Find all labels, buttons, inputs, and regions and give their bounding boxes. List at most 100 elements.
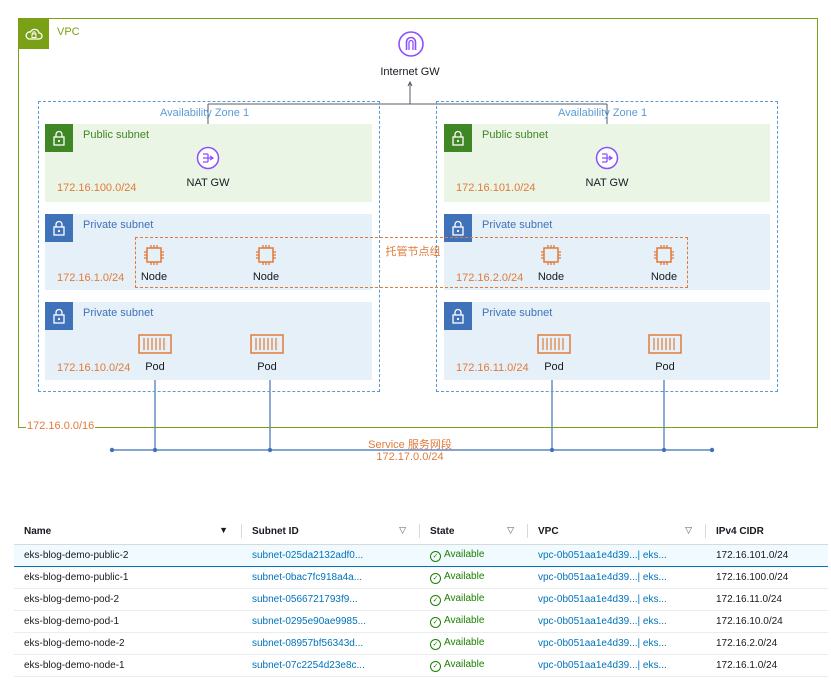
column-header-subnet-id[interactable]: Subnet ID▽ [242, 518, 420, 545]
vpc-link[interactable]: vpc-0b051aa1e4d39...| eks... [528, 588, 706, 611]
pod-subnet-1: Private subnet 172.16.10.0/24 [45, 302, 372, 380]
ipv4-cidr: 172.16.2.0/24 [706, 632, 828, 655]
pod-container-icon [138, 334, 172, 359]
subnet-id-link[interactable]: subnet-025da2132adf0... [242, 544, 420, 567]
node-label: Node [650, 271, 678, 283]
check-circle-icon: ✓ [430, 639, 441, 650]
pod-label: Pod [544, 361, 564, 373]
ipv4-cidr: 172.16.1.0/24 [706, 654, 828, 677]
ec2-instance-icon [539, 243, 563, 272]
column-header-name[interactable]: Name▼ [14, 518, 242, 545]
ipv4-cidr: 172.16.10.0/24 [706, 610, 828, 633]
service-network-cidr: 172.17.0.0/24 [376, 451, 444, 463]
lock-icon [45, 124, 73, 152]
availability-zone-2-label: Availability Zone 1 [558, 107, 648, 119]
subnet-state: ✓Available [420, 566, 528, 589]
pod-label: Pod [145, 361, 165, 373]
subnet-state: ✓Available [420, 632, 528, 655]
subnet-id-link[interactable]: subnet-07c2254d23e8c... [242, 654, 420, 677]
check-circle-icon: ✓ [430, 551, 441, 562]
vpc-link[interactable]: vpc-0b051aa1e4d39...| eks... [528, 566, 706, 589]
vpc-label: VPC [57, 26, 80, 38]
subnet-state: ✓Available [420, 654, 528, 677]
public-subnet-1-cidr: 172.16.100.0/24 [57, 182, 137, 194]
ec2-instance-icon [142, 243, 166, 272]
subnet-id-link[interactable]: subnet-0566721793f9... [242, 588, 420, 611]
pod-subnet-2-cidr: 172.16.11.0/24 [456, 362, 529, 374]
internet-gateway-icon [398, 31, 424, 62]
ipv4-cidr: 172.16.11.0/24 [706, 588, 828, 611]
column-header-state[interactable]: State▽ [420, 518, 528, 545]
managed-node-group [135, 237, 688, 288]
table-row[interactable]: eks-blog-demo-node-1 subnet-07c2254d23e8… [14, 654, 828, 677]
availability-zone-1 [38, 101, 380, 392]
public-subnet-2-title: Public subnet [482, 129, 549, 141]
pod-container-icon [648, 334, 682, 359]
node-label: Node [252, 271, 280, 283]
subnets-table: Name▼ Subnet ID▽ State▽ VPC▽ IPv4 CIDR e… [14, 518, 828, 677]
vpc-link[interactable]: vpc-0b051aa1e4d39...| eks... [528, 654, 706, 677]
sort-icon[interactable]: ▽ [507, 525, 514, 535]
table-row[interactable]: eks-blog-demo-public-2 subnet-025da2132a… [14, 544, 828, 567]
subnet-id-link[interactable]: subnet-0295e90ae9985... [242, 610, 420, 633]
vpc-cidr: 172.16.0.0/16 [26, 420, 96, 432]
pod-container-icon [537, 334, 571, 359]
subnet-name: eks-blog-demo-node-1 [14, 654, 242, 677]
column-header-vpc[interactable]: VPC▽ [528, 518, 706, 545]
subnet-name: eks-blog-demo-public-1 [14, 566, 242, 589]
cloud-icon [19, 19, 49, 49]
sort-icon[interactable]: ▽ [399, 525, 406, 535]
check-circle-icon: ✓ [430, 595, 441, 606]
lock-icon [45, 302, 73, 330]
lock-icon [444, 302, 472, 330]
ipv4-cidr: 172.16.100.0/24 [706, 566, 828, 589]
node-subnet-1-cidr: 172.16.1.0/24 [57, 272, 125, 284]
subnet-state: ✓Available [420, 610, 528, 633]
table-row[interactable]: eks-blog-demo-public-1 subnet-0bac7fc918… [14, 566, 828, 589]
pod-subnet-1-title: Private subnet [83, 307, 154, 319]
check-circle-icon: ✓ [430, 617, 441, 628]
vpc-link[interactable]: vpc-0b051aa1e4d39...| eks... [528, 610, 706, 633]
pod-subnet-1-cidr: 172.16.10.0/24 [57, 362, 131, 374]
public-subnet-1-title: Public subnet [83, 129, 150, 141]
vpc-link[interactable]: vpc-0b051aa1e4d39...| eks... [528, 632, 706, 655]
table-row[interactable]: eks-blog-demo-node-2 subnet-08957bf56343… [14, 632, 828, 655]
node-subnet-2-title: Private subnet [482, 219, 553, 231]
subnet-id-link[interactable]: subnet-0bac7fc918a4a... [242, 566, 420, 589]
subnet-name: eks-blog-demo-pod-2 [14, 588, 242, 611]
subnet-id-link[interactable]: subnet-08957bf56343d... [242, 632, 420, 655]
pod-label: Pod [257, 361, 277, 373]
subnet-name: eks-blog-demo-pod-1 [14, 610, 242, 633]
service-network-label: Service 服务网段 [368, 439, 452, 451]
ec2-instance-icon [652, 243, 676, 272]
subnet-state: ✓Available [420, 544, 528, 567]
pod-label: Pod [655, 361, 675, 373]
table-row[interactable]: eks-blog-demo-pod-2 subnet-0566721793f9.… [14, 588, 828, 611]
table-header-row: Name▼ Subnet ID▽ State▽ VPC▽ IPv4 CIDR [14, 518, 828, 545]
nat-gateway-icon [196, 146, 220, 175]
availability-zone-2 [436, 101, 778, 392]
sort-icon[interactable]: ▽ [685, 525, 692, 535]
ec2-instance-icon [254, 243, 278, 272]
subnet-name: eks-blog-demo-public-2 [14, 544, 242, 567]
vpc-link[interactable]: vpc-0b051aa1e4d39...| eks... [528, 544, 706, 567]
subnet-state: ✓Available [420, 588, 528, 611]
lock-icon [444, 124, 472, 152]
internet-gateway-label: Internet GW [380, 66, 440, 78]
node-label: Node [140, 271, 168, 283]
vpc-container: VPC [18, 18, 818, 428]
column-header-ipv4-cidr[interactable]: IPv4 CIDR [706, 518, 828, 545]
subnet-name: eks-blog-demo-node-2 [14, 632, 242, 655]
node-subnet-2: Private subnet 172.16.2.0/24 [444, 214, 770, 290]
nat-gateway-icon [595, 146, 619, 175]
table-row[interactable]: eks-blog-demo-pod-1 subnet-0295e90ae9985… [14, 610, 828, 633]
node-subnet-2-cidr: 172.16.2.0/24 [456, 272, 524, 284]
sort-descending-icon[interactable]: ▼ [219, 525, 228, 535]
availability-zone-1-label: Availability Zone 1 [160, 107, 250, 119]
nat-gateway-1-label: NAT GW [186, 177, 230, 189]
managed-node-group-label: 托管节点组 [385, 246, 441, 258]
pod-subnet-2-title: Private subnet [482, 307, 553, 319]
pod-container-icon [250, 334, 284, 359]
pod-subnet-2: Private subnet 172.16.11.0/24 [444, 302, 770, 380]
